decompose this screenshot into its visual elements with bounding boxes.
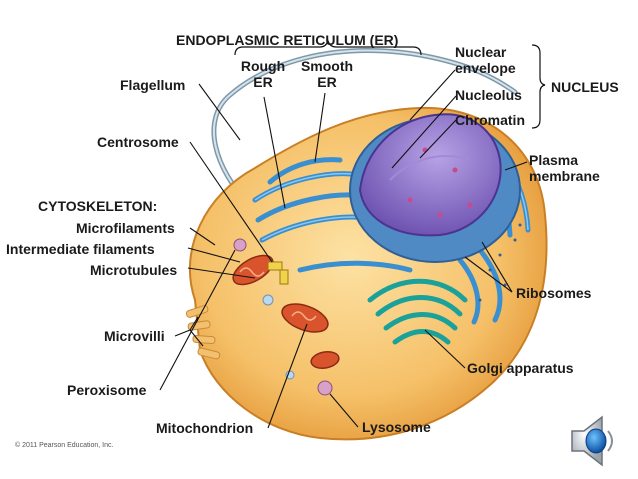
leader-lines — [159, 69, 528, 429]
nucleus-bracket — [531, 44, 546, 129]
ribosomes-shape — [478, 223, 522, 302]
label-mitochondrion: Mitochondrion — [156, 420, 254, 436]
chromatin-shape — [407, 147, 473, 218]
golgi-shape — [367, 278, 468, 345]
er-bracket — [234, 39, 422, 56]
mitochondrion-shape — [232, 254, 340, 369]
label-flagellum: Flagellum — [120, 77, 186, 93]
label-plasma-membrane: Plasma membrane — [529, 152, 600, 184]
label-nuclear-envelope-line1: Nuclear — [455, 44, 507, 60]
nucleolus-shape — [358, 113, 502, 237]
label-nuclear-envelope: Nuclear envelope — [455, 44, 516, 76]
copyright-text: © 2011 Pearson Education, Inc. — [15, 442, 114, 449]
label-smooth-er-line1: Smooth — [300, 58, 354, 74]
label-microfilaments: Microfilaments — [76, 220, 175, 236]
label-plasma-membrane-line2: membrane — [529, 168, 600, 184]
label-er-group: ENDOPLASMIC RETICULUM (ER) — [176, 32, 399, 48]
lysosome-shape — [317, 380, 333, 396]
label-intermediate-filaments: Intermediate filaments — [6, 241, 155, 257]
speaker-icon[interactable] — [566, 413, 622, 469]
label-rough-er: Rough ER — [236, 58, 290, 90]
label-ribosomes: Ribosomes — [516, 285, 592, 301]
peroxisome-shape — [233, 238, 247, 252]
label-cytoskeleton: CYTOSKELETON: — [38, 198, 158, 214]
label-smooth-er: Smooth ER — [296, 58, 358, 90]
label-chromatin: Chromatin — [455, 112, 525, 128]
label-peroxisome: Peroxisome — [67, 382, 147, 398]
label-nucleolus: Nucleolus — [455, 87, 522, 103]
centrosome-shape — [267, 261, 289, 285]
label-golgi-apparatus: Golgi apparatus — [467, 360, 574, 376]
label-rough-er-line2: ER — [253, 74, 273, 90]
label-nucleus-group: NUCLEUS — [551, 79, 619, 95]
label-microtubules: Microtubules — [90, 262, 178, 278]
label-smooth-er-line2: ER — [317, 74, 337, 90]
label-microvilli: Microvilli — [104, 328, 165, 344]
label-nuclear-envelope-line2: envelope — [455, 60, 516, 76]
microvilli-shape — [185, 305, 221, 360]
label-lysosome: Lysosome — [362, 419, 431, 435]
label-plasma-membrane-line1: Plasma — [529, 152, 579, 168]
label-centrosome: Centrosome — [97, 134, 179, 150]
label-rough-er-line1: Rough — [240, 58, 286, 74]
